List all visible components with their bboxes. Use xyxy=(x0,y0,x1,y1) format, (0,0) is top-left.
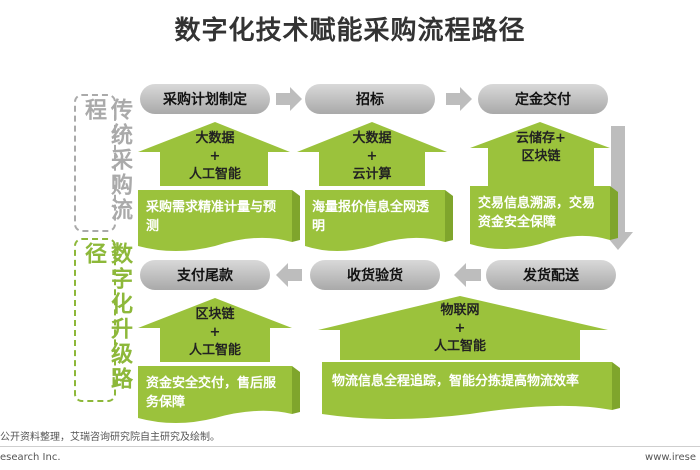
source-note: 公开资料整理，艾瑞咨询研究院自主研究及绘制。 xyxy=(0,432,220,443)
tech-up-arrow-3 xyxy=(470,122,610,186)
digital-label-box xyxy=(74,238,116,402)
tech-text-3: 云储存+ 区块链 xyxy=(488,130,594,166)
step-pill-bidding: 招标 xyxy=(305,84,435,114)
tech-line: 大数据 xyxy=(352,131,392,146)
tech-line: 人工智能 xyxy=(188,343,241,358)
result-banner-3 xyxy=(470,186,610,249)
down-arrow-icon xyxy=(603,126,633,250)
tech-line: 人工智能 xyxy=(188,167,241,182)
tech-line: + xyxy=(454,321,466,336)
tech-line: 区块链 xyxy=(521,149,561,164)
result-banner-5 xyxy=(322,362,612,419)
tech-line: 物联网 xyxy=(440,303,480,318)
step-label: 支付尾款 xyxy=(177,268,233,284)
right-arrow-icon xyxy=(276,87,302,111)
tech-line: 云计算 xyxy=(352,167,392,182)
tech-line: 人工智能 xyxy=(433,339,486,354)
tech-line: + xyxy=(209,149,221,164)
footer-divider xyxy=(0,446,700,447)
tech-text-6: 区块链 + 人工智能 xyxy=(160,306,270,360)
step-pill-final-payment: 支付尾款 xyxy=(140,260,270,290)
result-banner-2 xyxy=(305,190,445,251)
result-text-1: 采购需求精准计量与预测 xyxy=(146,200,277,234)
left-arrow-icon xyxy=(276,263,302,287)
step-pill-deposit: 定金交付 xyxy=(478,84,608,114)
tech-text-1: 大数据 + 人工智能 xyxy=(160,130,270,184)
tech-up-arrow-1 xyxy=(138,122,290,186)
result-banner-6 xyxy=(138,366,292,423)
result-text-5: 物流信息全程追踪，智能分拣提高物流效率 xyxy=(332,374,580,389)
tech-up-arrow-5 xyxy=(138,298,292,362)
footer-company: esearch Inc. xyxy=(0,452,61,463)
result-text-2: 海量报价信息全网透明 xyxy=(312,200,430,234)
digital-upgrade-label: 数字化升级路径 xyxy=(81,242,132,392)
step-label: 发货配送 xyxy=(523,268,579,284)
tech-line: 区块链 xyxy=(195,307,235,322)
page-title: 数字化技术赋能采购流程路径 xyxy=(174,16,526,46)
step-pill-procurement-plan: 采购计划制定 xyxy=(140,84,270,114)
tech-line: 云储存+ xyxy=(516,131,566,146)
result-text-3: 交易信息溯源，交易资金安全保障 xyxy=(478,196,596,230)
tech-text-2: 大数据 + 云计算 xyxy=(319,130,425,184)
tech-text-5: 物联网 + 人工智能 xyxy=(400,302,520,356)
step-label: 定金交付 xyxy=(515,92,571,108)
tech-line: 大数据 xyxy=(195,131,235,146)
step-label: 采购计划制定 xyxy=(163,92,247,108)
step-pill-shipping: 发货配送 xyxy=(486,260,616,290)
result-banner-1 xyxy=(138,190,292,251)
tech-up-arrow-4 xyxy=(318,296,608,360)
right-arrow-icon xyxy=(446,87,472,111)
tech-up-arrow-2 xyxy=(297,122,447,186)
footer-website: www.irese xyxy=(645,452,696,463)
step-pill-receiving: 收货验货 xyxy=(310,260,440,290)
step-label: 收货验货 xyxy=(347,268,403,284)
left-arrow-icon xyxy=(454,263,481,287)
traditional-process-label: 传统采购流程 xyxy=(81,98,132,223)
result-text-6: 资金安全交付，售后服务保障 xyxy=(146,376,277,410)
step-label: 招标 xyxy=(356,92,384,108)
tech-line: + xyxy=(366,149,378,164)
tech-line: + xyxy=(209,325,221,340)
traditional-label-box xyxy=(74,94,116,232)
